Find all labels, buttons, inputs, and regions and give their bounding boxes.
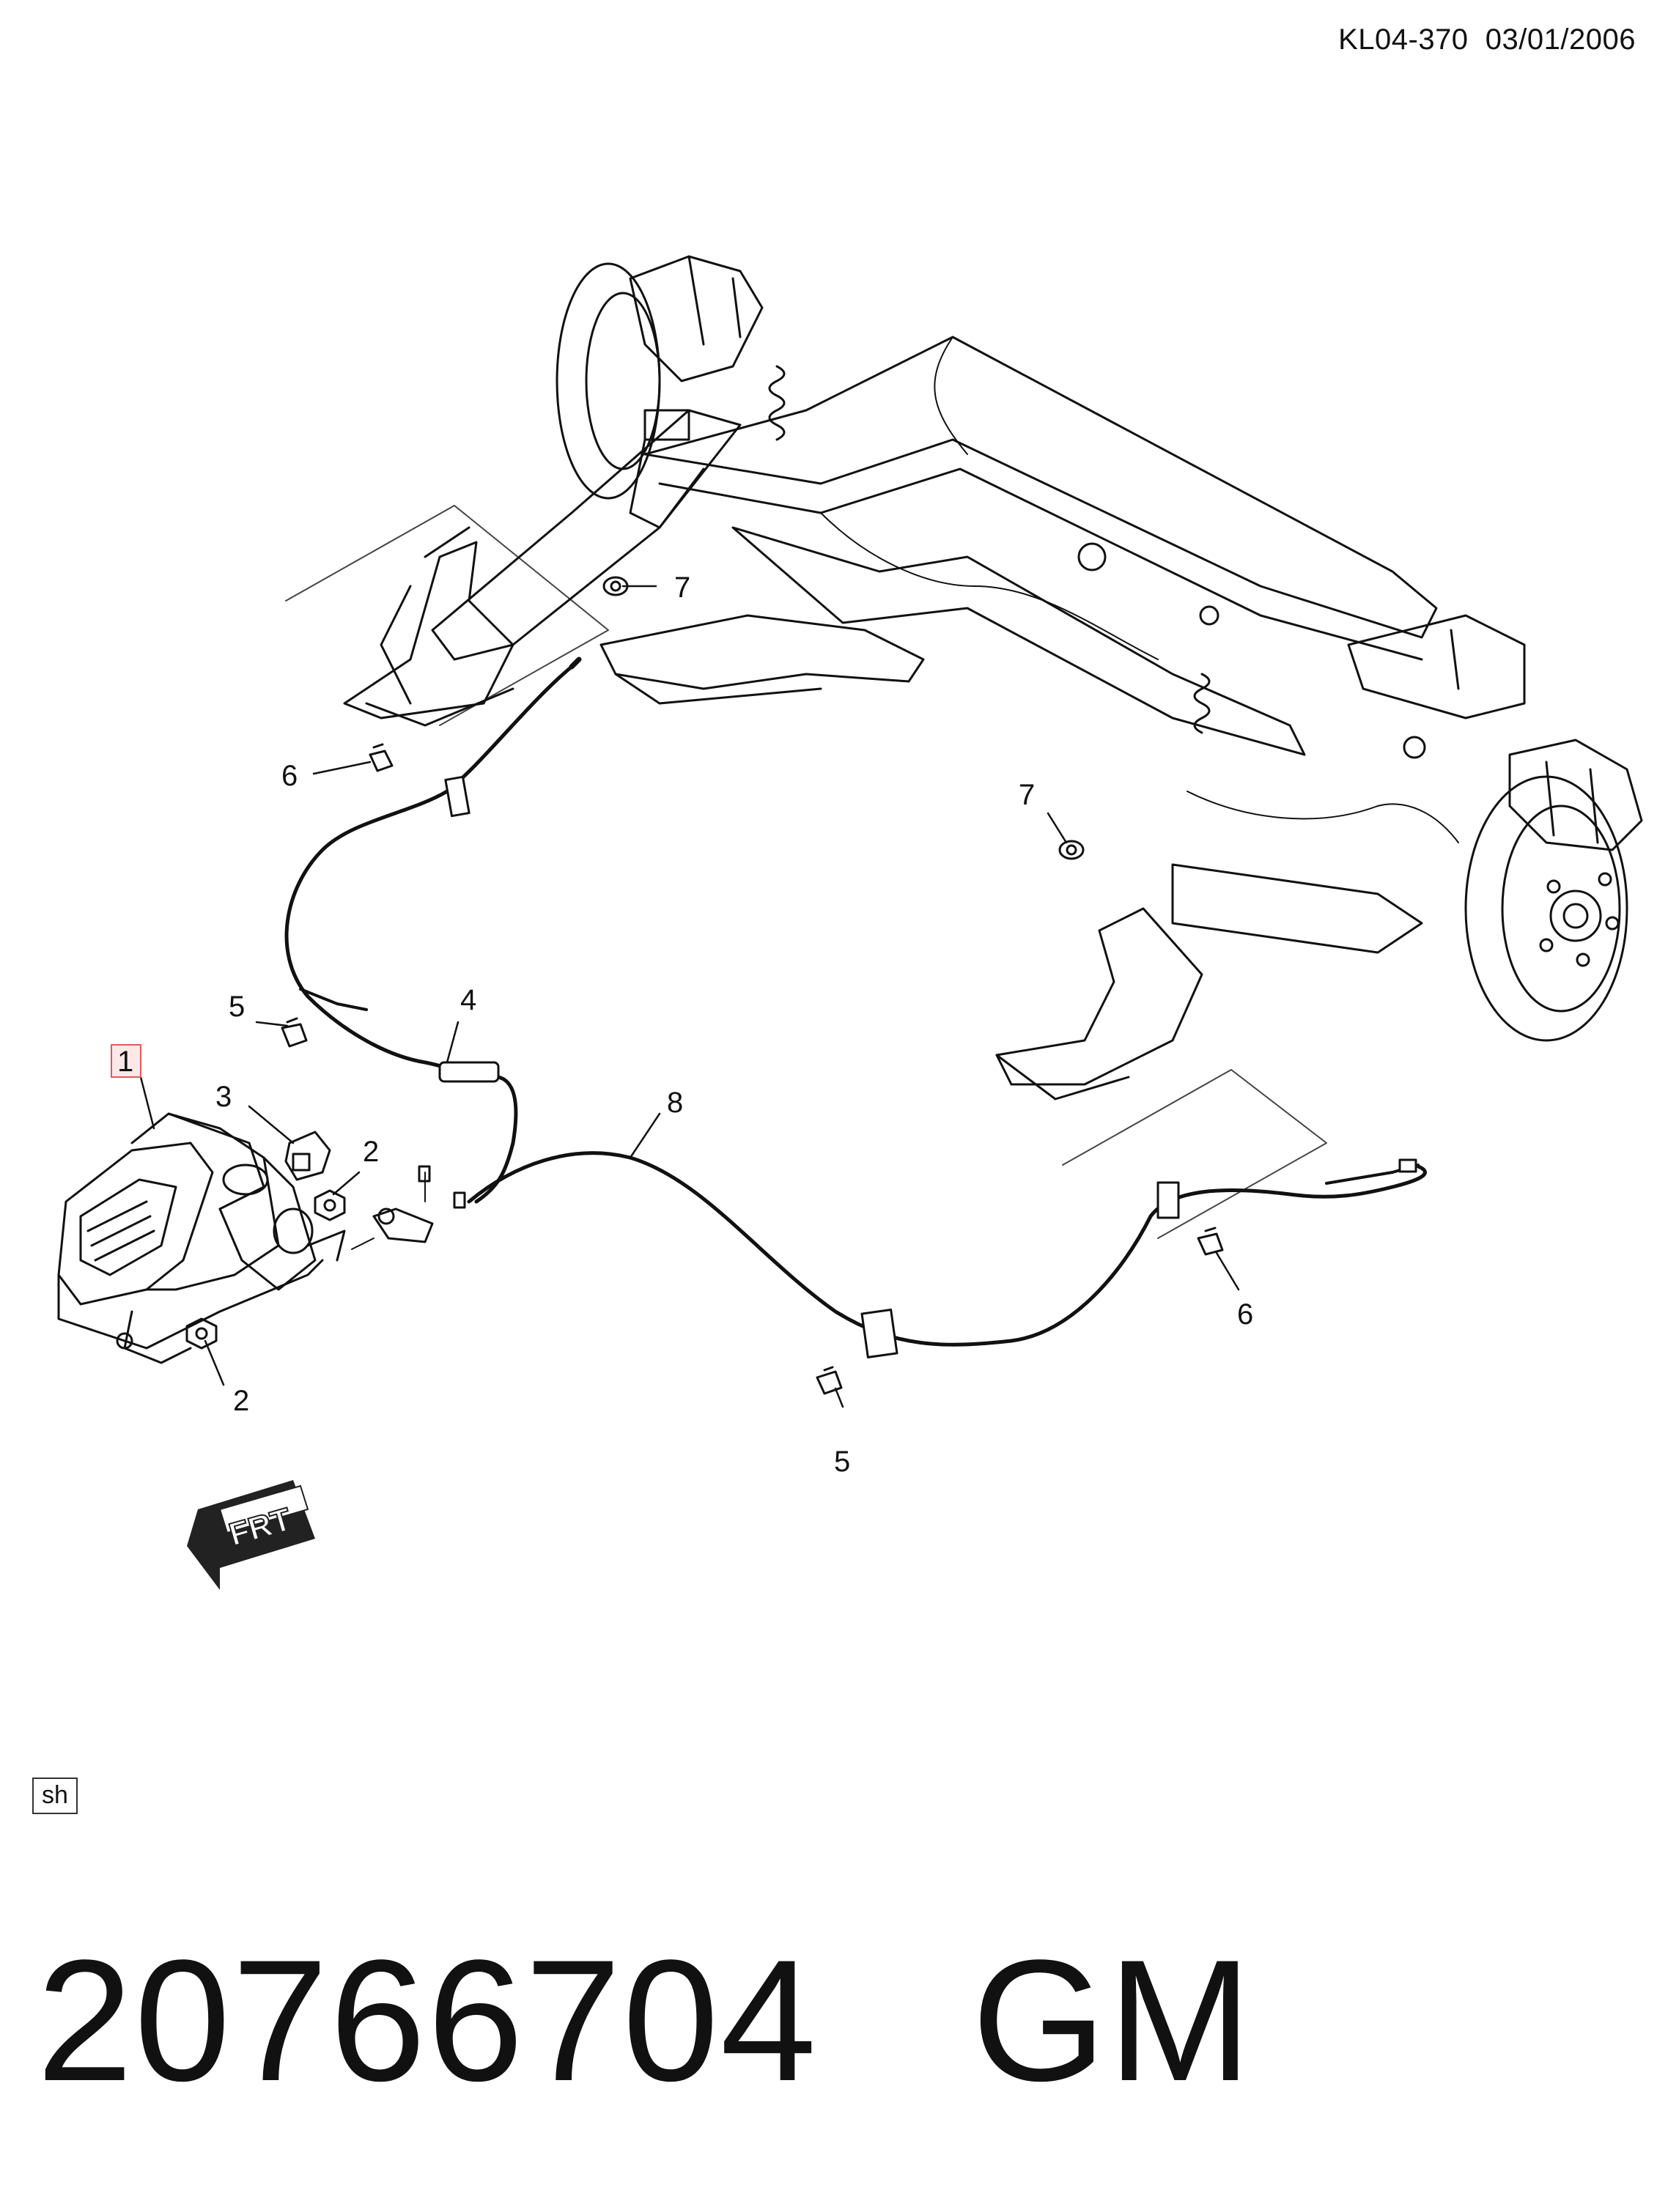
nut-item-7-lower <box>1058 840 1085 860</box>
cable-equalizer <box>351 1165 466 1250</box>
callout-3: 3 <box>215 1081 232 1113</box>
diagram-header: KL04-370 03/01/2006 <box>1338 23 1636 56</box>
callout-6-upper: 6 <box>281 760 298 792</box>
rear-subframe <box>285 255 1643 1239</box>
callout-4: 4 <box>460 984 476 1016</box>
part-number: 20766704 <box>37 1924 819 2117</box>
callout-7-upper: 7 <box>674 572 690 604</box>
manufacturer: GM <box>972 1924 1254 2117</box>
leader-lines <box>139 585 1240 1408</box>
nut-item-2-lower <box>185 1317 218 1350</box>
callout-6-lower: 6 <box>1237 1298 1253 1331</box>
callout-2-upper: 2 <box>363 1136 379 1168</box>
diagram-code: KL04-370 <box>1338 23 1469 56</box>
callout-1: 1 <box>117 1046 133 1078</box>
callout-7-lower: 7 <box>1019 779 1035 811</box>
switch-item-3 <box>284 1131 331 1181</box>
callout-1-highlight <box>111 1044 141 1078</box>
bolt-item-6-lower <box>1197 1227 1224 1256</box>
sh-label-box: sh <box>32 1778 78 1814</box>
cable-8 <box>467 1151 1427 1358</box>
cable-4 <box>284 656 582 1204</box>
callouts: 1 2 2 3 4 5 5 6 6 7 7 8 <box>111 572 1253 1478</box>
bolt-item-6-upper <box>369 743 394 772</box>
nut-item-2-upper <box>314 1189 346 1221</box>
diagram-date: 03/01/2006 <box>1485 23 1636 56</box>
callout-2-lower: 2 <box>233 1385 249 1417</box>
parking-brake-pedal-assembly <box>57 1112 346 1364</box>
bolt-item-5-lower <box>816 1366 843 1395</box>
bolt-item-5-upper <box>281 1017 308 1048</box>
callout-5-lower: 5 <box>834 1446 850 1478</box>
callout-5-upper: 5 <box>229 991 245 1023</box>
callout-8: 8 <box>667 1087 683 1119</box>
front-direction-arrow: FRT <box>187 1480 315 1590</box>
